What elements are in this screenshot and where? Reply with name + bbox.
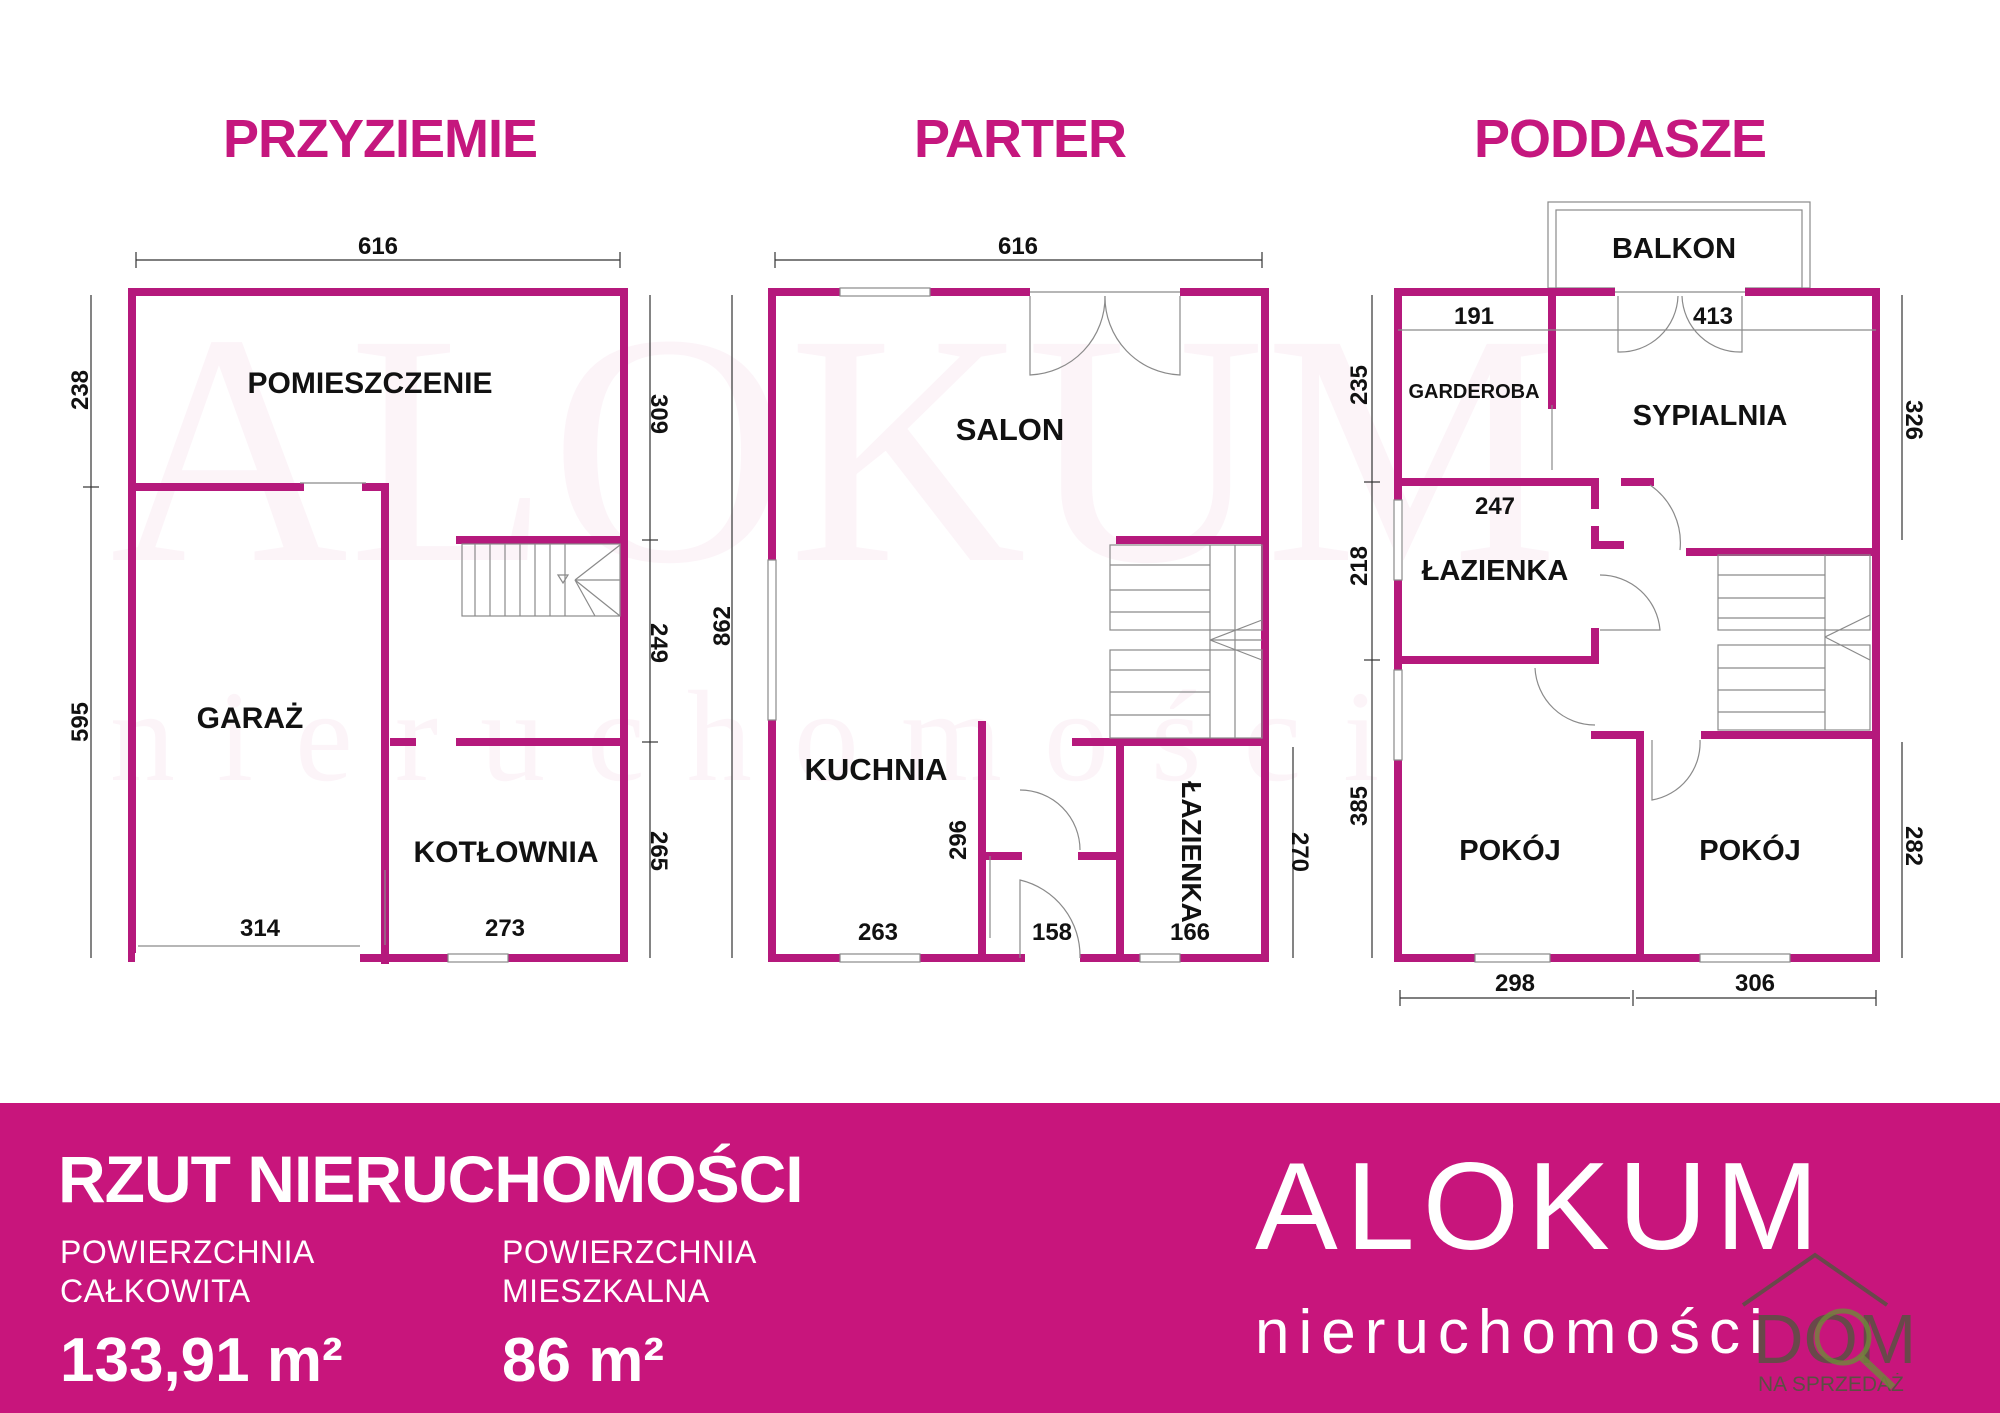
room-label-balkon: BALKON (1612, 233, 1736, 265)
room-label-sypialnia: SYPIALNIA (1633, 400, 1788, 432)
dimension-label: 273 (485, 915, 525, 942)
room-label-garaz: GARAŻ (197, 702, 304, 735)
dimension-label: 263 (858, 919, 898, 946)
floor-poddasze: PODDASZE (1346, 109, 1927, 1006)
dimension-label: 298 (1495, 970, 1535, 997)
badge-sub-text: NA SPRZEDAŻ (1758, 1373, 1904, 1395)
dimension-label: 595 (67, 702, 94, 742)
dimension-label: 296 (945, 820, 972, 860)
dimension-label: 235 (1346, 365, 1373, 405)
footer-banner: RZUT NIERUCHOMOŚCI POWIERZCHNIA CAŁKOWIT… (0, 1103, 2000, 1413)
room-label-kotlownia: KOTŁOWNIA (414, 836, 599, 869)
room-label-garderoba: GARDEROBA (1408, 381, 1539, 403)
dimension-label: 862 (709, 606, 736, 646)
dom-na-sprzedaz-badge: DOM NA SPRZEDAŻ (1741, 1252, 1916, 1395)
floor-title-poddasze: PODDASZE (1474, 109, 1766, 169)
dimension-label: 616 (358, 233, 398, 260)
total-area-label: POWIERZCHNIA CAŁKOWITA (60, 1234, 315, 1309)
room-label-salon: SALON (956, 412, 1065, 447)
room-label-pomieszczenie: POMIESZCZENIE (247, 367, 492, 400)
dimension-label: 282 (1900, 826, 1927, 866)
floor-parter: PARTER (709, 109, 1313, 963)
floor-title-parter: PARTER (914, 109, 1126, 169)
living-area-label: POWIERZCHNIA MIESZKALNA (502, 1234, 757, 1309)
dimension-label: 326 (1900, 400, 1927, 440)
room-label-pokoj-2: POKÓJ (1699, 833, 1801, 867)
house-roof-icon (1741, 1252, 1889, 1307)
dimension-label: 166 (1170, 919, 1210, 946)
living-area-block: POWIERZCHNIA MIESZKALNA 86 m² (502, 1233, 757, 1396)
dimension-label: 314 (240, 915, 281, 942)
watermark-sub: nieruchomości (110, 665, 1421, 809)
dimension-label: 218 (1346, 546, 1373, 586)
dimension-label: 158 (1032, 919, 1072, 946)
footer-heading: RZUT NIERUCHOMOŚCI (58, 1142, 804, 1216)
dimension-label: 265 (645, 831, 672, 871)
dimension-label: 413 (1693, 303, 1733, 330)
room-label-kuchnia: KUCHNIA (805, 752, 948, 787)
dimension-label: 238 (67, 370, 94, 410)
floor-przyziemie: PRZYZIEMIE PO (67, 109, 672, 964)
dimension-label: 309 (645, 394, 672, 434)
dimension-label: 247 (1475, 493, 1515, 520)
dimension-label: 249 (645, 623, 672, 663)
brand-logo: ALOKUM nieruchomości DOM NA SPRZEDAŻ (1255, 1145, 1975, 1395)
watermark-main: ALOKUM (110, 267, 1558, 632)
floor-title-przyziemie: PRZYZIEMIE (223, 109, 537, 169)
room-label-lazienka-poddasze: ŁAZIENKA (1422, 555, 1569, 587)
dimension-label: 270 (1286, 832, 1313, 872)
room-label-lazienka-parter: ŁAZIENKA (1176, 781, 1207, 923)
room-label-pokoj-1: POKÓJ (1459, 833, 1561, 867)
magnifier-icon (1814, 1308, 1872, 1366)
brand-name: ALOKUM (1255, 1138, 1827, 1276)
dimension-label: 191 (1454, 303, 1494, 330)
brand-subtitle: nieruchomości (1255, 1298, 1772, 1367)
dimension-label: 306 (1735, 970, 1775, 997)
total-area-value: 133,91 m² (60, 1326, 343, 1395)
floor-plan-drawing: ALOKUM nieruchomości PRZYZIEMIE (67, 109, 1927, 1006)
dimension-label: 385 (1346, 786, 1373, 826)
dimension-label: 616 (998, 233, 1038, 260)
living-area-value: 86 m² (502, 1326, 664, 1395)
total-area-block: POWIERZCHNIA CAŁKOWITA 133,91 m² (60, 1233, 343, 1396)
